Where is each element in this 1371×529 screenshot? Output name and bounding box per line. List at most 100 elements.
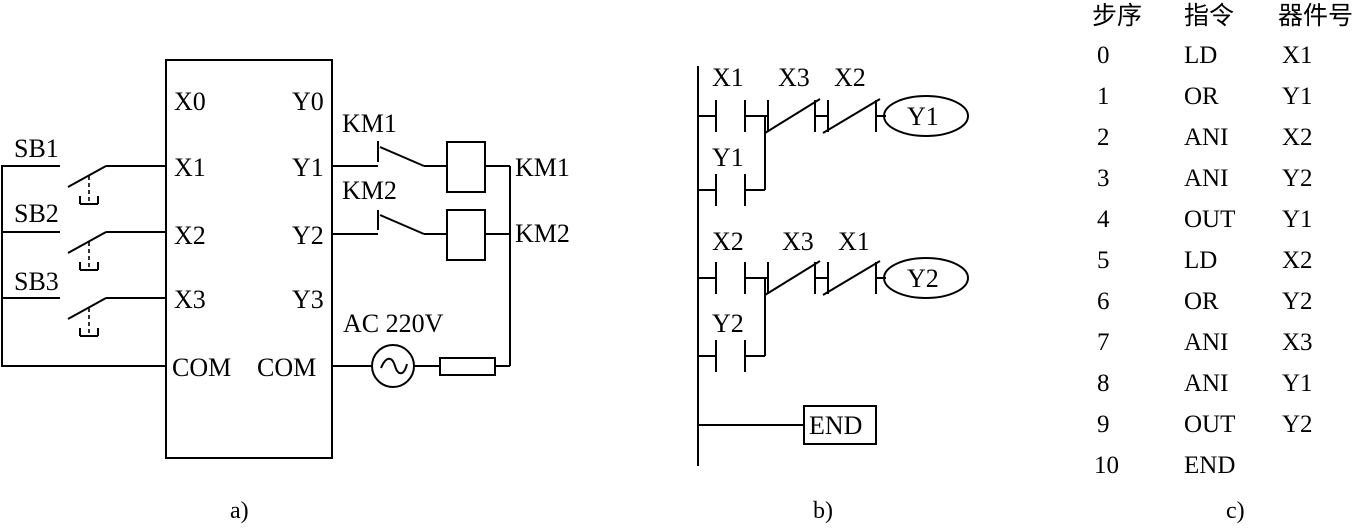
table-cell-step: 6 (1097, 288, 1110, 315)
table-header-step: 步序 (1092, 2, 1142, 30)
switch-sb1-label: SB1 (14, 134, 59, 163)
table-row: 1 OR Y1 (1097, 83, 1313, 110)
table-row: 9 OUT Y2 (1097, 411, 1313, 438)
switch-sb3: SB3 (14, 267, 166, 337)
rung1-coil-label: Y1 (907, 102, 939, 131)
table-cell-instruction: LD (1184, 42, 1217, 69)
table-cell-instruction: OUT (1184, 411, 1235, 438)
table-row: 3 ANI Y2 (1097, 165, 1313, 192)
end-label: END (809, 411, 862, 440)
table-cell-step: 1 (1097, 83, 1110, 110)
plc-output-y2: Y2 (292, 221, 324, 250)
table-cell-device: X1 (1282, 42, 1313, 69)
panel-b-ladder: X1 X3 X2 Y1 Y1 (697, 63, 969, 524)
table-row: 6 OR Y2 (1097, 288, 1313, 315)
rung1-branch-y1-label: Y1 (712, 143, 744, 172)
table-row: 0 LD X1 (1097, 42, 1313, 69)
plc-output-y3: Y3 (292, 285, 324, 314)
table-cell-step: 8 (1097, 370, 1110, 397)
rung2-coil (883, 257, 969, 299)
table-cell-step: 7 (1097, 329, 1110, 356)
rung-2: X2 X3 X1 Y2 Y2 (698, 227, 969, 372)
table-cell-step: 5 (1097, 247, 1110, 274)
table-cell-device: X2 (1282, 247, 1313, 274)
table-cell-device: Y1 (1282, 83, 1313, 110)
table-header-device: 器件号 (1278, 2, 1353, 30)
rung-1: X1 X3 X2 Y1 Y1 (698, 63, 969, 206)
table-cell-device: Y1 (1282, 370, 1313, 397)
plc-input-x2: X2 (174, 221, 206, 250)
table-row: 5 LD X2 (1097, 247, 1313, 274)
switch-sb2-label: SB2 (14, 199, 59, 228)
rung2-coil-label: Y2 (907, 264, 939, 293)
contact-km2-label: KM2 (342, 176, 397, 205)
table-row: 10 END (1094, 452, 1235, 479)
plc-input-x3: X3 (174, 285, 206, 314)
table-cell-step: 3 (1097, 165, 1110, 192)
table-row: 8 ANI Y1 (1097, 370, 1313, 397)
table-header-instruction: 指令 (1184, 2, 1234, 30)
table-cell-device: X3 (1282, 329, 1313, 356)
ac-source-wave (380, 357, 408, 375)
output-y1-circuit: KM1 KM1 (332, 109, 570, 193)
caption-c: c) (1226, 498, 1245, 524)
table-cell-step: 10 (1094, 452, 1119, 479)
table-cell-device: Y2 (1282, 165, 1313, 192)
table-cell-step: 4 (1097, 206, 1110, 233)
switch-sb3-label: SB3 (14, 267, 59, 296)
table-cell-instruction: END (1184, 452, 1235, 479)
table-cell-instruction: ANI (1184, 329, 1228, 356)
caption-a: a) (230, 498, 249, 524)
table-cell-device: Y2 (1282, 411, 1313, 438)
end-box (803, 405, 877, 445)
coil-km1-label: KM1 (515, 153, 570, 182)
rung2-contact-x3-label: X3 (782, 227, 814, 256)
rung1-contact-x1-label: X1 (712, 63, 744, 92)
table-row: 2 ANI X2 (1097, 124, 1313, 151)
ac-source (371, 344, 415, 388)
switch-sb1: SB1 (14, 134, 166, 205)
table-cell-instruction: ANI (1184, 124, 1228, 151)
rung2-contact-x1-label: X1 (838, 227, 870, 256)
table-cell-instruction: OUT (1184, 206, 1235, 233)
plc-input-x1: X1 (174, 153, 206, 182)
table-row: 7 ANI X3 (1097, 329, 1313, 356)
panel-a-wiring: X0 X1 X2 X3 COM Y0 Y1 Y2 Y3 COM SB1 SB2 (1, 59, 570, 524)
contact-km1-label: KM1 (342, 109, 397, 138)
output-y2-circuit: KM2 KM2 (332, 176, 570, 261)
table-cell-step: 9 (1097, 411, 1110, 438)
table-cell-instruction: OR (1184, 83, 1219, 110)
table-cell-step: 2 (1097, 124, 1110, 151)
plc-input-com: COM (172, 353, 231, 382)
rung1-coil (883, 95, 969, 137)
power-label: AC 220V (343, 309, 444, 338)
table-cell-device: Y1 (1282, 206, 1313, 233)
table-cell-instruction: ANI (1184, 370, 1228, 397)
plc-output-y1: Y1 (292, 153, 324, 182)
rung2-branch-y2-label: Y2 (712, 309, 744, 338)
table-row: 4 OUT Y1 (1097, 206, 1313, 233)
caption-b: b) (813, 498, 833, 524)
fuse (439, 357, 496, 376)
rung1-contact-x3-label: X3 (778, 63, 810, 92)
plc-output-y0: Y0 (292, 87, 324, 116)
table-cell-device: X2 (1282, 124, 1313, 151)
coil-km1 (446, 141, 486, 193)
rung2-contact-x2-label: X2 (712, 227, 744, 256)
coil-km2 (446, 209, 486, 261)
plc-box (165, 59, 333, 459)
table-cell-step: 0 (1097, 42, 1110, 69)
input-common-rail (1, 165, 166, 367)
rung1-contact-x2-label: X2 (834, 63, 866, 92)
table-cell-instruction: OR (1184, 288, 1219, 315)
plc-input-x0: X0 (174, 87, 206, 116)
table-cell-instruction: LD (1184, 247, 1217, 274)
table-cell-instruction: ANI (1184, 165, 1228, 192)
plc-output-com: COM (257, 353, 316, 382)
coil-km2-label: KM2 (515, 219, 570, 248)
rung-end: END (698, 405, 877, 445)
switch-sb2: SB2 (14, 199, 166, 271)
table-cell-device: Y2 (1282, 288, 1313, 315)
